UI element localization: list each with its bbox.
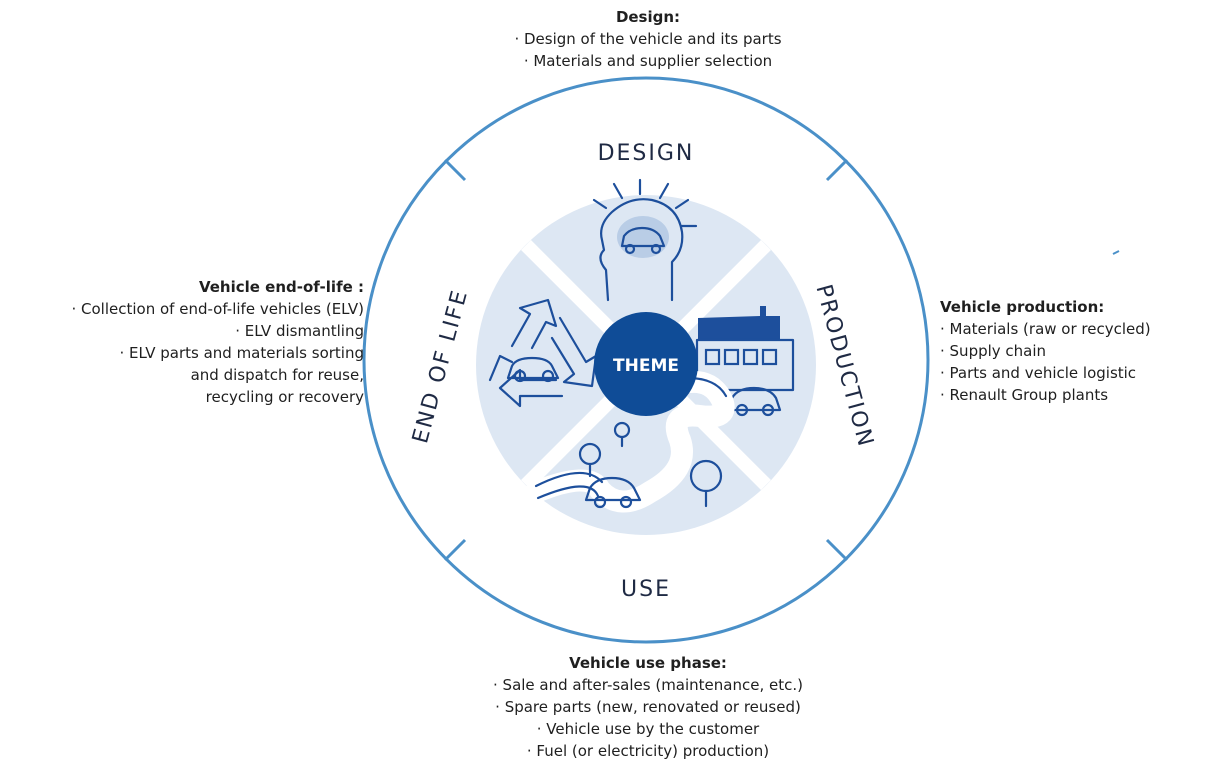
use-item: · Spare parts (new, renovated or reused) — [495, 698, 801, 716]
use-title: Vehicle use phase: — [569, 654, 727, 672]
production-block: Vehicle production: · Materials (raw or … — [940, 296, 1208, 406]
stage-label-end-of-life: END OF LIFE — [408, 287, 473, 447]
design-block: Design: · Design of the vehicle and its … — [430, 6, 866, 72]
production-item: · Renault Group plants — [940, 386, 1109, 404]
end-of-life-item: and dispatch for reuse, — [190, 366, 364, 384]
outer-ring — [362, 76, 930, 644]
factory-icon — [695, 306, 795, 417]
production-item: · Materials (raw or recycled) — [940, 320, 1151, 338]
use-item: · Vehicle use by the customer — [536, 720, 760, 738]
end-of-life-block: Vehicle end-of-life : · Collection of en… — [4, 276, 365, 408]
end-of-life-item: recycling or recovery — [205, 388, 364, 406]
road-with-car-icon — [525, 370, 735, 513]
end-of-life-title: Vehicle end-of-life : — [198, 278, 364, 296]
ring-tick — [443, 538, 467, 562]
accent-mark — [1112, 250, 1120, 255]
design-item: · Design of the vehicle and its parts — [514, 30, 782, 48]
design-item: · Materials and supplier selection — [523, 52, 773, 70]
end-of-life-item: · ELV dismantling — [235, 322, 364, 340]
ring-tick — [825, 538, 849, 562]
ring-tick — [443, 158, 467, 182]
stage-label-use: USE — [621, 577, 671, 602]
production-title: Vehicle production: — [940, 298, 1105, 316]
production-item: · Supply chain — [940, 342, 1047, 360]
production-item: · Parts and vehicle logistic — [940, 364, 1137, 382]
design-title: Design: — [615, 8, 681, 26]
use-item: · Fuel (or electricity) production) — [526, 742, 770, 760]
stage-label-design: DESIGN — [598, 141, 695, 166]
use-item: · Sale and after-sales (maintenance, etc… — [493, 676, 803, 694]
end-of-life-item: · Collection of end-of-life vehicles (EL… — [71, 300, 365, 318]
theme-circle — [594, 312, 698, 416]
head-with-car-icon — [592, 178, 698, 302]
end-of-life-item: · ELV parts and materials sorting — [119, 344, 364, 362]
use-block: Vehicle use phase: · Sale and after-sale… — [416, 652, 880, 762]
stage-label-production: PRODUCTION — [810, 282, 878, 451]
ring-tick — [825, 158, 849, 182]
theme-label: THEME — [613, 356, 679, 376]
recycle-icon — [488, 298, 598, 408]
